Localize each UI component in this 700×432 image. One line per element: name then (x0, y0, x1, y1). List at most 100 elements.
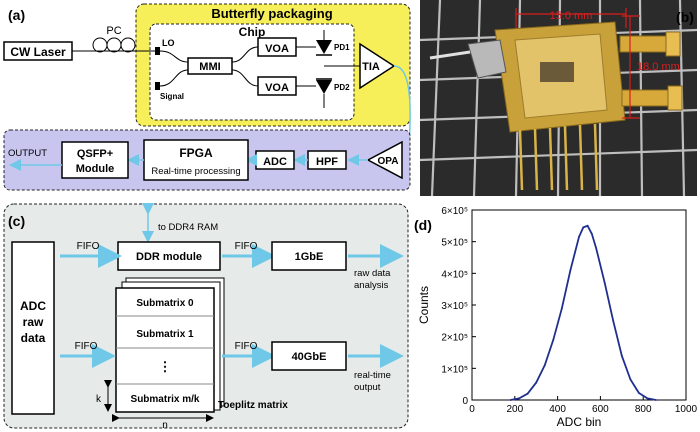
gbe40-label: 40GbE (292, 351, 327, 363)
data-point (509, 399, 512, 401)
data-point (578, 236, 580, 238)
data-point (638, 392, 640, 394)
raw-analysis-line2: analysis (354, 280, 389, 291)
rf-connector-top-head (665, 31, 681, 57)
x-tick-label: 600 (592, 404, 609, 415)
qsfp-line1: QSFP+ (77, 148, 113, 160)
x-axis-label: ADC bin (557, 415, 602, 429)
mmi-out-top (231, 46, 259, 63)
y-tick-label: 4×10⁵ (441, 269, 468, 280)
mmi-label: MMI (199, 61, 220, 73)
y-tick-label: 0 (462, 396, 468, 407)
x-tick-label: 0 (469, 404, 475, 415)
fpga-title: FPGA (179, 146, 213, 160)
ddr-module-label: DDR module (136, 251, 202, 263)
signal-waveguide (159, 69, 189, 87)
lo-port (155, 47, 160, 55)
realtime-line1: real-time (354, 370, 391, 381)
toeplitz-label: Toeplitz matrix (218, 400, 288, 411)
y-tick-label: 1×10⁵ (441, 364, 468, 375)
fifo1-label: FIFO (77, 241, 100, 252)
polarization-controller (92, 37, 136, 53)
submatrix-1: Submatrix 1 (136, 329, 194, 340)
histogram-curve-0 (510, 224, 657, 401)
gbe1-label: 1GbE (295, 251, 324, 263)
x-tick-label: 1000 (675, 404, 698, 415)
data-point (569, 269, 572, 272)
opa-amplifier (366, 140, 403, 180)
lo-waveguide (159, 50, 189, 63)
mmi-out-bottom (231, 69, 259, 87)
ddr4-ram-label: to DDR4 RAM (158, 222, 218, 233)
data-point (620, 354, 623, 357)
pc-label: PC (106, 25, 121, 37)
adc-raw-line2: raw (23, 315, 44, 329)
gbe40-box (271, 341, 347, 371)
toeplitz-matrix-box (115, 287, 215, 413)
x-tick-label: 200 (506, 404, 523, 415)
data-point (543, 364, 546, 367)
tia-amplifier (359, 42, 396, 90)
fifo2-label: FIFO (235, 241, 258, 252)
panel-label-b: (b) (676, 9, 694, 25)
chip-box (149, 23, 355, 121)
hpf-label: HPF (316, 156, 338, 168)
data-point (518, 397, 520, 400)
opa-label: OPA (378, 156, 399, 167)
x-tick-label: 800 (635, 404, 652, 415)
y-tick-label: 2×10⁵ (441, 333, 468, 344)
qsfp-box (61, 141, 129, 179)
k-label: k (96, 394, 102, 405)
data-point (655, 399, 657, 401)
adc-raw-line1: ADC (20, 299, 46, 313)
chip-die (540, 62, 574, 82)
butterfly-title: Butterfly packaging (211, 6, 332, 21)
height-dimension: 18.0 mm (637, 61, 680, 73)
realtime-line2: output (354, 382, 381, 393)
y-axis-label: Counts (417, 286, 431, 324)
y-tick-label: 5×10⁵ (441, 238, 468, 249)
cw-laser-label: CW Laser (10, 45, 66, 59)
butterfly-photo: 15.0 mm 18.0 mm (419, 0, 698, 197)
adc-label: ADC (263, 156, 287, 168)
gbe1-box (271, 241, 347, 271)
n-label: n (162, 420, 168, 431)
submatrix-ellipsis: ⋮ (159, 359, 172, 374)
photodiode-pd2 (316, 78, 332, 94)
panel-label-a: (a) (8, 7, 25, 23)
dimension-markers (515, 8, 640, 119)
panel-label-c: (c) (8, 213, 25, 229)
data-point (526, 392, 529, 395)
data-point (612, 319, 615, 322)
chip-title: Chip (239, 25, 266, 39)
data-point (646, 397, 649, 400)
data-point (560, 307, 563, 310)
adc-raw-line3: data (21, 331, 46, 345)
y-tick-label: 3×10⁵ (441, 301, 468, 312)
data-point (629, 378, 632, 381)
output-label: OUTPUT (8, 148, 47, 159)
signal-port (155, 82, 160, 90)
fpga-subtitle: Real-time processing (151, 166, 240, 177)
qsfp-line2: Module (76, 163, 115, 175)
signal-label: Signal (160, 92, 184, 101)
rf-connector-bottom-head (667, 85, 683, 111)
fifo4-label: FIFO (235, 341, 258, 352)
data-point (590, 232, 593, 235)
submatrix-0: Submatrix 0 (136, 298, 194, 309)
mmi-box (187, 57, 233, 75)
pd1-label: PD1 (334, 43, 350, 52)
data-point (582, 226, 585, 229)
panel-label-d: (d) (414, 217, 432, 233)
fiber-mount (467, 39, 507, 79)
submatrix-m-k: Submatrix m/k (131, 394, 200, 405)
pd2-label: PD2 (334, 83, 350, 92)
data-point (535, 381, 538, 384)
tia-label: TIA (362, 61, 380, 73)
data-point (603, 281, 606, 284)
fiber (429, 50, 471, 60)
voa-bottom-label: VOA (265, 82, 289, 94)
rf-connector-top (619, 35, 669, 53)
width-dimension: 15.0 mm (550, 10, 593, 22)
